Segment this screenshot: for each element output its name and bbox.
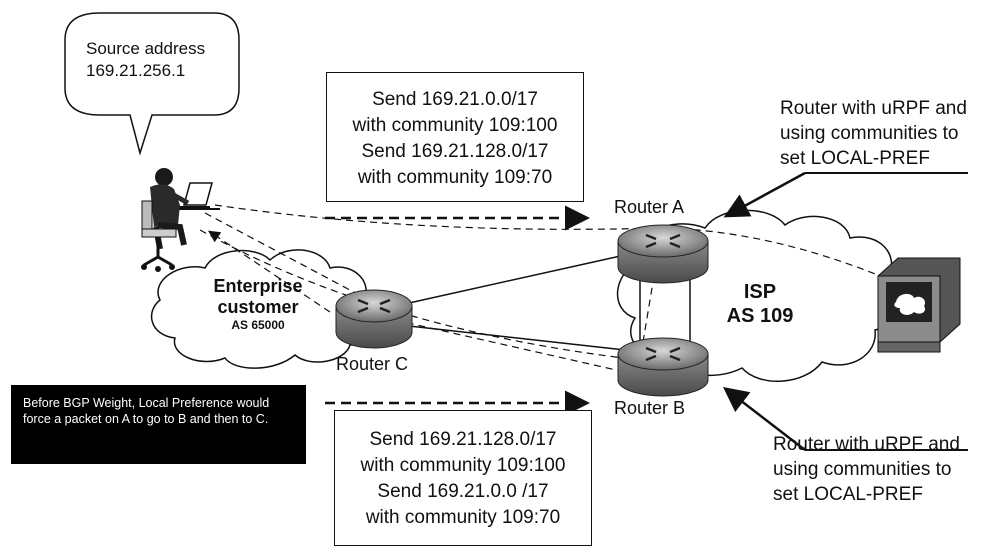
box-top-line-2: with community 109:100 — [352, 115, 558, 136]
user-at-laptop-icon — [141, 168, 220, 272]
isp-line-2: AS 109 — [726, 305, 794, 327]
router-icon — [617, 337, 709, 397]
box-bottom-line-3: Send 169.21.0.0 /17 — [377, 481, 549, 502]
enterprise-line-2: customer — [217, 297, 299, 317]
router-b-label: Router B — [614, 398, 686, 418]
enterprise-cloud-label: Enterprise customer AS 65000 — [198, 276, 318, 333]
callout-arrow-top — [723, 171, 968, 218]
black-note-box: Before BGP Weight, Local Preference woul… — [11, 385, 306, 464]
box-bottom-line-4: with community 109:70 — [365, 507, 561, 528]
advertisement-box-top: Send 169.21.0.0/17 with community 109:10… — [326, 72, 584, 202]
router-a-label: Router A — [614, 197, 685, 217]
router-icon — [335, 289, 413, 349]
box-bottom-line-2: with community 109:100 — [360, 455, 566, 476]
note-top-line-1: Router with uRPF and — [780, 98, 967, 119]
box-top-line-4: with community 109:70 — [357, 167, 553, 188]
note-top-line-2: using communities to — [780, 123, 959, 144]
note-top-line-3: set LOCAL-PREF — [780, 148, 930, 169]
note-bottom-line-2: using communities to — [773, 459, 952, 480]
note-top: Router with uRPF and using communities t… — [780, 96, 967, 171]
enterprise-line-3: AS 65000 — [231, 318, 285, 332]
note-bottom-line-1: Router with uRPF and — [773, 434, 960, 455]
black-note-text: Before BGP Weight, Local Preference woul… — [23, 396, 270, 426]
note-bottom-line-3: set LOCAL-PREF — [773, 484, 923, 505]
note-bottom: Router with uRPF and using communities t… — [773, 432, 960, 507]
box-top-line-1: Send 169.21.0.0/17 — [372, 89, 538, 110]
speech-bubble: Source address 169.21.256.1 — [86, 38, 205, 82]
speech-bubble-line-1: Source address — [86, 39, 206, 58]
box-bottom-line-1: Send 169.21.128.0/17 — [369, 429, 557, 450]
router-icon — [617, 224, 709, 284]
enterprise-line-1: Enterprise — [213, 276, 303, 296]
box-top-line-3: Send 169.21.128.0/17 — [361, 141, 549, 162]
callout-arrow-bottom — [723, 386, 968, 451]
speech-bubble-shape — [64, 12, 240, 156]
advertisement-box-bottom: Send 169.21.128.0/17 with community 109:… — [334, 410, 592, 546]
isp-cloud-label: ISP AS 109 — [710, 280, 810, 328]
router-c-label: Router C — [336, 354, 409, 374]
server-terminal-icon — [877, 257, 961, 353]
isp-line-1: ISP — [743, 281, 777, 303]
speech-bubble-line-2: 169.21.256.1 — [86, 61, 186, 80]
